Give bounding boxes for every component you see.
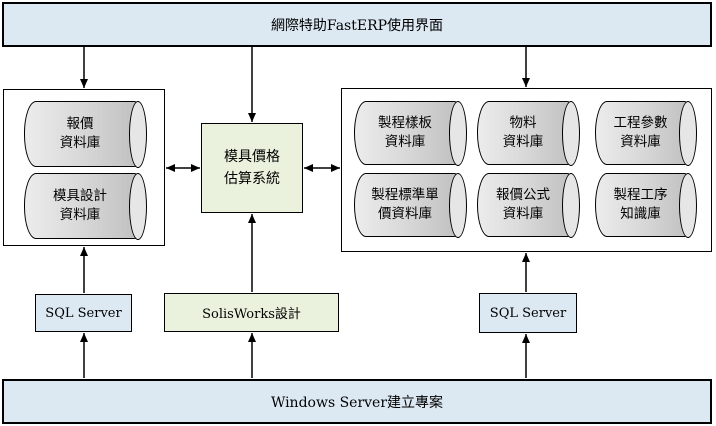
sql-server-left-label: SQL Server [45, 305, 122, 321]
sql-server-right: SQL Server [479, 293, 577, 333]
fasterp-interface-label: 網際特助FastERP使用界面 [270, 17, 444, 34]
engineering-parameters-database: 工程參數 資料庫 [595, 100, 697, 166]
process-standard-price-database: 製程標準單 價資料庫 [354, 172, 467, 238]
db-label-line2: 資料庫 [620, 134, 661, 150]
db-label-line1: 報價 [66, 116, 94, 132]
db-label-line1: 製程標準單 [371, 187, 439, 203]
db-label-line2: 資料庫 [59, 135, 101, 151]
db-label-line1: 物料 [509, 115, 537, 131]
process-knowledge-base: 製程工序 知識庫 [595, 172, 697, 238]
db-label-line2: 資料庫 [502, 206, 544, 222]
quote-formula-database: 報價公式 資料庫 [477, 172, 580, 238]
quote-database: 報價 資料庫 [24, 100, 147, 168]
db-label-line2: 資料庫 [502, 134, 544, 150]
db-label-line1: 製程工序 [613, 187, 668, 203]
db-label-line2: 知識庫 [620, 206, 661, 222]
db-label-line2: 資料庫 [59, 207, 101, 223]
db-label-line1: 工程參數 [613, 115, 668, 131]
mold-price-estimation-system: 模具價格 估算系統 [201, 123, 303, 213]
db-label-line1: 報價公式 [496, 187, 550, 203]
windows-server-project-bar: Windows Server建立專案 [2, 379, 712, 424]
db-label-line2: 資料庫 [384, 134, 426, 150]
db-label-line1: 模具設計 [53, 188, 107, 204]
process-template-database: 製程樣板 資料庫 [354, 100, 467, 166]
db-label-line1: 製程樣板 [378, 115, 432, 131]
system-label-line1: 模具價格 [224, 149, 280, 165]
fasterp-interface-bar: 網際特助FastERP使用界面 [2, 2, 712, 47]
mold-design-database: 模具設計 資料庫 [24, 172, 147, 240]
db-label-line2: 價資料庫 [378, 206, 432, 222]
material-database: 物料 資料庫 [477, 100, 580, 166]
system-label-line2: 估算系統 [224, 171, 280, 187]
windows-server-project-label: Windows Server建立專案 [270, 394, 444, 411]
solidworks-design: SolisWorks設計 [164, 293, 339, 332]
sql-server-right-label: SQL Server [489, 305, 567, 321]
solidworks-label: SolisWorks設計 [202, 307, 301, 322]
sql-server-left: SQL Server [35, 294, 132, 332]
